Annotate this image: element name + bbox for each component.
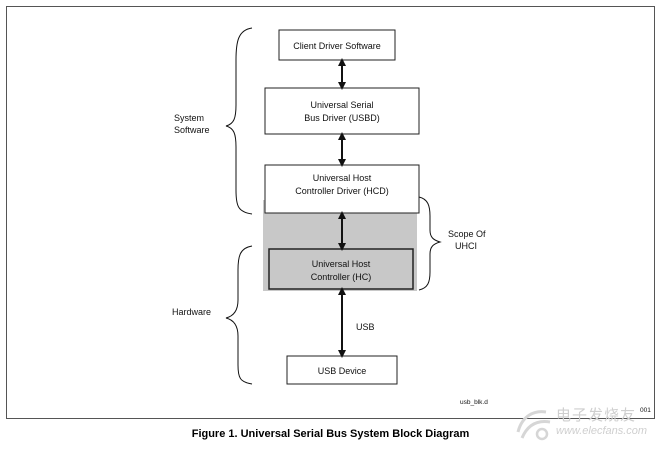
system-software-label-line2: Software bbox=[174, 125, 210, 135]
usb-device-label: USB Device bbox=[318, 366, 367, 376]
watermark-url: www.elecfans.com bbox=[556, 425, 648, 437]
figure-code-label: 001 bbox=[640, 407, 651, 414]
file-reference-label: usb_blk.d bbox=[460, 399, 488, 406]
figure-caption: Figure 1. Universal Serial Bus System Bl… bbox=[191, 428, 470, 440]
uhci-scope-brace bbox=[418, 196, 442, 291]
hc-label-line2: Controller (HC) bbox=[311, 272, 372, 282]
usb-device-box bbox=[286, 355, 398, 385]
system-software-label-line1: System bbox=[174, 113, 204, 123]
client-driver-box bbox=[278, 29, 396, 61]
system-software-brace bbox=[225, 27, 253, 215]
watermark-text: 电子发烧友 bbox=[556, 407, 637, 424]
hcd-box bbox=[264, 164, 420, 214]
hcd-label-line1: Universal Host bbox=[313, 173, 372, 183]
client-driver-label: Client Driver Software bbox=[293, 41, 381, 51]
uhci-scope-label-line1: Scope Of bbox=[448, 229, 486, 239]
usb-bus-label: USB bbox=[356, 322, 375, 332]
usbd-label-line2: Bus Driver (USBD) bbox=[304, 113, 380, 123]
usbd-label-line1: Universal Serial bbox=[310, 100, 373, 110]
hc-label-line1: Universal Host bbox=[312, 259, 371, 269]
hc-box bbox=[268, 248, 414, 290]
usbd-box bbox=[264, 87, 420, 135]
hcd-label-line2: Controller Driver (HCD) bbox=[295, 186, 389, 196]
hardware-brace bbox=[225, 245, 253, 385]
watermark-logo: 电子发烧友 www.elecfans.com bbox=[512, 402, 657, 446]
watermark-symbol-icon bbox=[516, 410, 551, 441]
hardware-label: Hardware bbox=[172, 307, 211, 317]
uhci-scope-label-line2: UHCI bbox=[455, 241, 477, 251]
